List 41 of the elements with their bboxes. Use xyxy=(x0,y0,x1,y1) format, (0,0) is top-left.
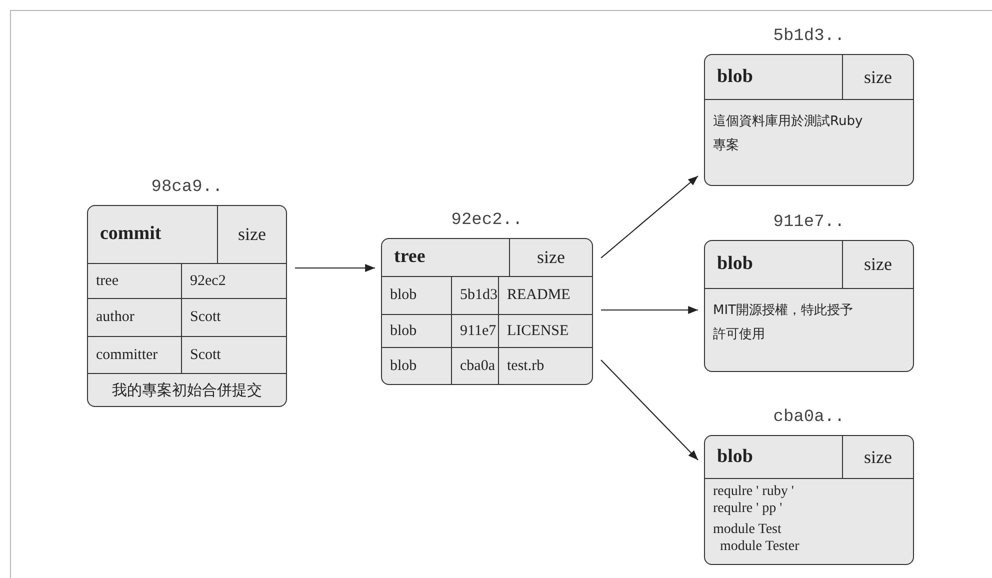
object-hash: 98ca9.. xyxy=(151,178,223,199)
table-entry: cba0a xyxy=(460,356,495,376)
table-entry: committer xyxy=(96,346,158,365)
table-entry: author xyxy=(96,308,134,328)
table-entry: 5b1d3 xyxy=(460,286,498,306)
object-hash: 5b1d3.. xyxy=(773,27,845,48)
object-type: blob xyxy=(717,64,753,89)
object-type: commit xyxy=(100,222,162,246)
size-label: size xyxy=(864,66,892,88)
size-label: size xyxy=(864,253,892,276)
table-entry: blob xyxy=(390,356,417,376)
object-hash: 911e7.. xyxy=(773,213,845,234)
code-line: requlre ' pp ' xyxy=(713,500,784,517)
table-entry: 92ec2 xyxy=(190,272,226,291)
arrow xyxy=(600,176,698,258)
arrow xyxy=(601,306,698,314)
code-line: requlre ' ruby ' xyxy=(713,483,795,500)
table-entry: blob xyxy=(390,322,417,341)
table-entry: Scott xyxy=(190,308,221,328)
size-label: size xyxy=(537,246,565,269)
object-type: blob xyxy=(717,252,753,276)
table-entry: README xyxy=(507,286,570,306)
table-entry: 911e7 xyxy=(460,322,496,341)
object-hash: cba0a.. xyxy=(773,408,845,429)
code-line: module Tester xyxy=(719,538,800,555)
arrow xyxy=(600,360,698,460)
table-entry: LICENSE xyxy=(507,322,569,341)
table-entry: Scott xyxy=(190,346,221,365)
table-entry: tree xyxy=(96,272,118,291)
code-line: module Test xyxy=(713,521,782,538)
object-type: tree xyxy=(394,245,426,270)
file-content: MIT開源授權，特此授予許可使用 xyxy=(713,302,854,344)
commit-message: 我的專案初始合併提交 xyxy=(112,380,262,401)
size-label: size xyxy=(238,223,266,246)
object-type: blob xyxy=(717,444,753,469)
size-label: size xyxy=(864,446,892,468)
object-hash: 92ec2.. xyxy=(451,211,523,232)
table-entry: blob xyxy=(390,286,417,306)
arrow xyxy=(295,264,375,272)
table-entry: test.rb xyxy=(507,356,544,376)
file-content: 這個資料庫用於測試Ruby專案 xyxy=(713,113,863,155)
